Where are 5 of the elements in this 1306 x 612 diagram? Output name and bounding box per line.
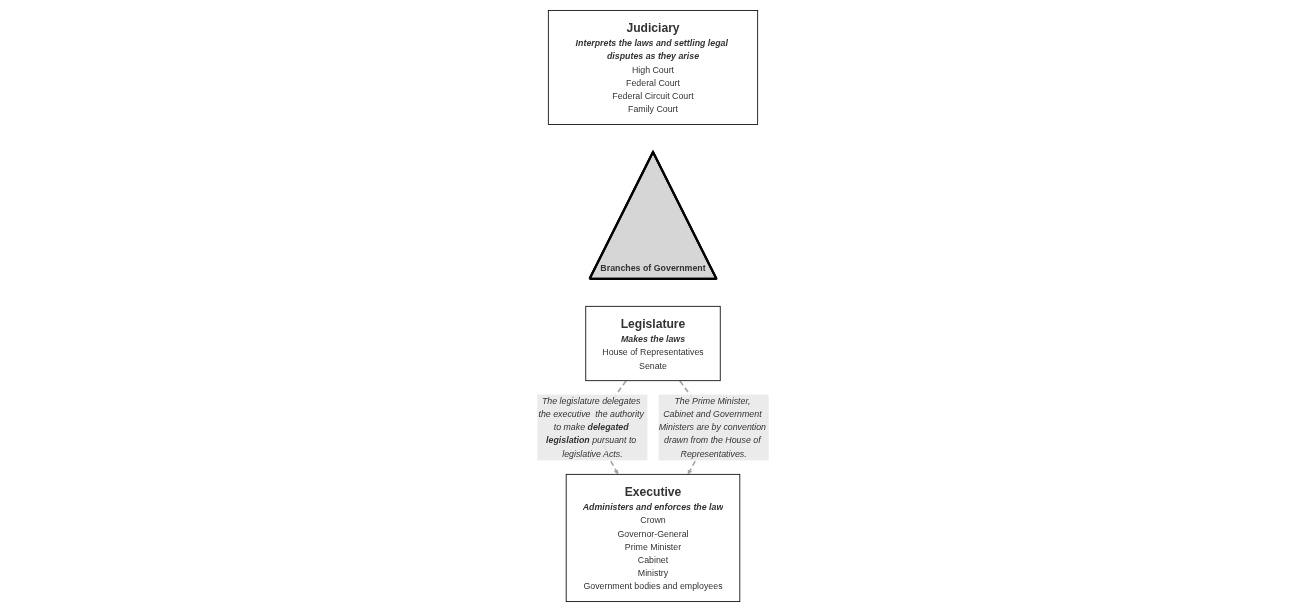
node-box: Legislature Makes the laws House of Representatives Senate — [585, 305, 721, 382]
node-box: Judiciary Interprets the laws and settling legal disputes as they arise High Court Federal Court Federal Circuit Court Family Court — [547, 10, 759, 125]
edge-label: The legislature delegates the executive the authority to make delegated legislation pursuant to legislative Acts. — [538, 396, 644, 459]
edge-label: The Prime Minister, Cabinet and Government Ministers are by convention drawn from the House of Representatives. — [658, 396, 767, 459]
node-box: Executive Administers and enforces the law Crown Governor-General Prime Minister Cabinet Ministry Government bodies and employees — [565, 473, 741, 602]
